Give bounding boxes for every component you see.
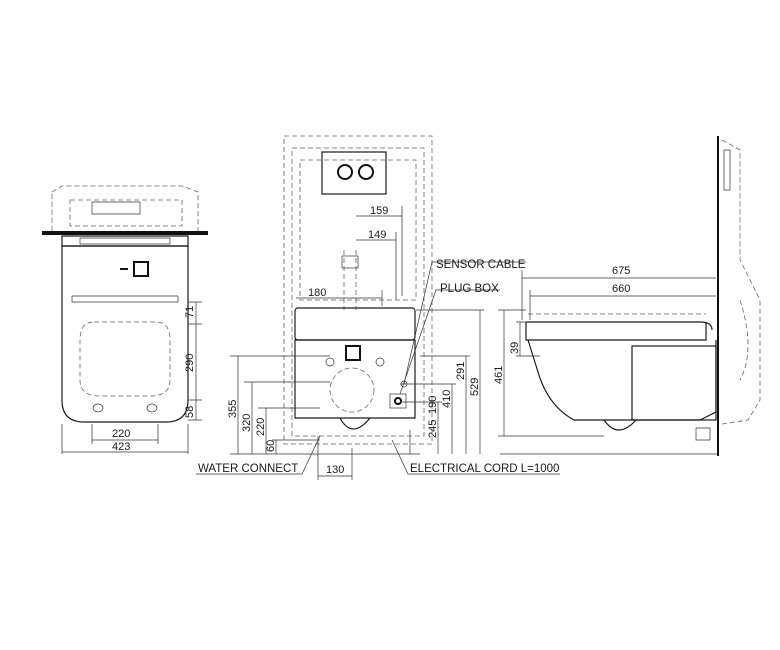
- side-view: 675 660 39 461: [493, 136, 761, 456]
- control-panel: [133, 261, 149, 277]
- dim-410: 410: [441, 390, 453, 408]
- dim-320: 320: [241, 414, 253, 432]
- dim-423: 423: [112, 441, 130, 453]
- dim-149: 149: [368, 229, 386, 241]
- dim-291: 291: [455, 362, 467, 380]
- wall-plate: [42, 231, 208, 235]
- dim-71: 71: [184, 306, 196, 318]
- dim-58: 58: [184, 406, 196, 418]
- flush-plate: [321, 151, 387, 195]
- dim-529: 529: [469, 378, 481, 396]
- dim-675: 675: [612, 265, 630, 277]
- dim-180: 180: [308, 287, 326, 299]
- dim-220-side: 220: [255, 418, 267, 436]
- dim-355: 355: [227, 400, 239, 418]
- label-sensor-cable: SENSOR CABLE: [436, 259, 526, 271]
- dim-130: 130: [326, 464, 344, 476]
- callouts: SENSOR CABLE PLUG BOX WATER CONNECT ELEC…: [196, 259, 560, 475]
- label-electrical-cord: ELECTRICAL CORD L=1000: [410, 463, 559, 475]
- dim-660: 660: [612, 283, 630, 295]
- dim-290: 290: [184, 354, 196, 372]
- dim-245: 245: [427, 420, 439, 438]
- label-plug-box: PLUG BOX: [440, 283, 499, 295]
- dim-159: 159: [370, 205, 388, 217]
- toilet-front: [294, 307, 416, 341]
- label-water-connect: WATER CONNECT: [198, 463, 298, 475]
- dim-220-front: 220: [112, 428, 130, 440]
- dim-39: 39: [509, 342, 521, 354]
- front-view: 159 149 180 355 320 220 60 130 291 410 2…: [227, 135, 484, 480]
- top-view: 71 290 58 220 423: [42, 185, 208, 454]
- dim-190-text: 190: [427, 396, 439, 414]
- dim-60: 60: [265, 440, 277, 452]
- dim-461: 461: [493, 366, 505, 384]
